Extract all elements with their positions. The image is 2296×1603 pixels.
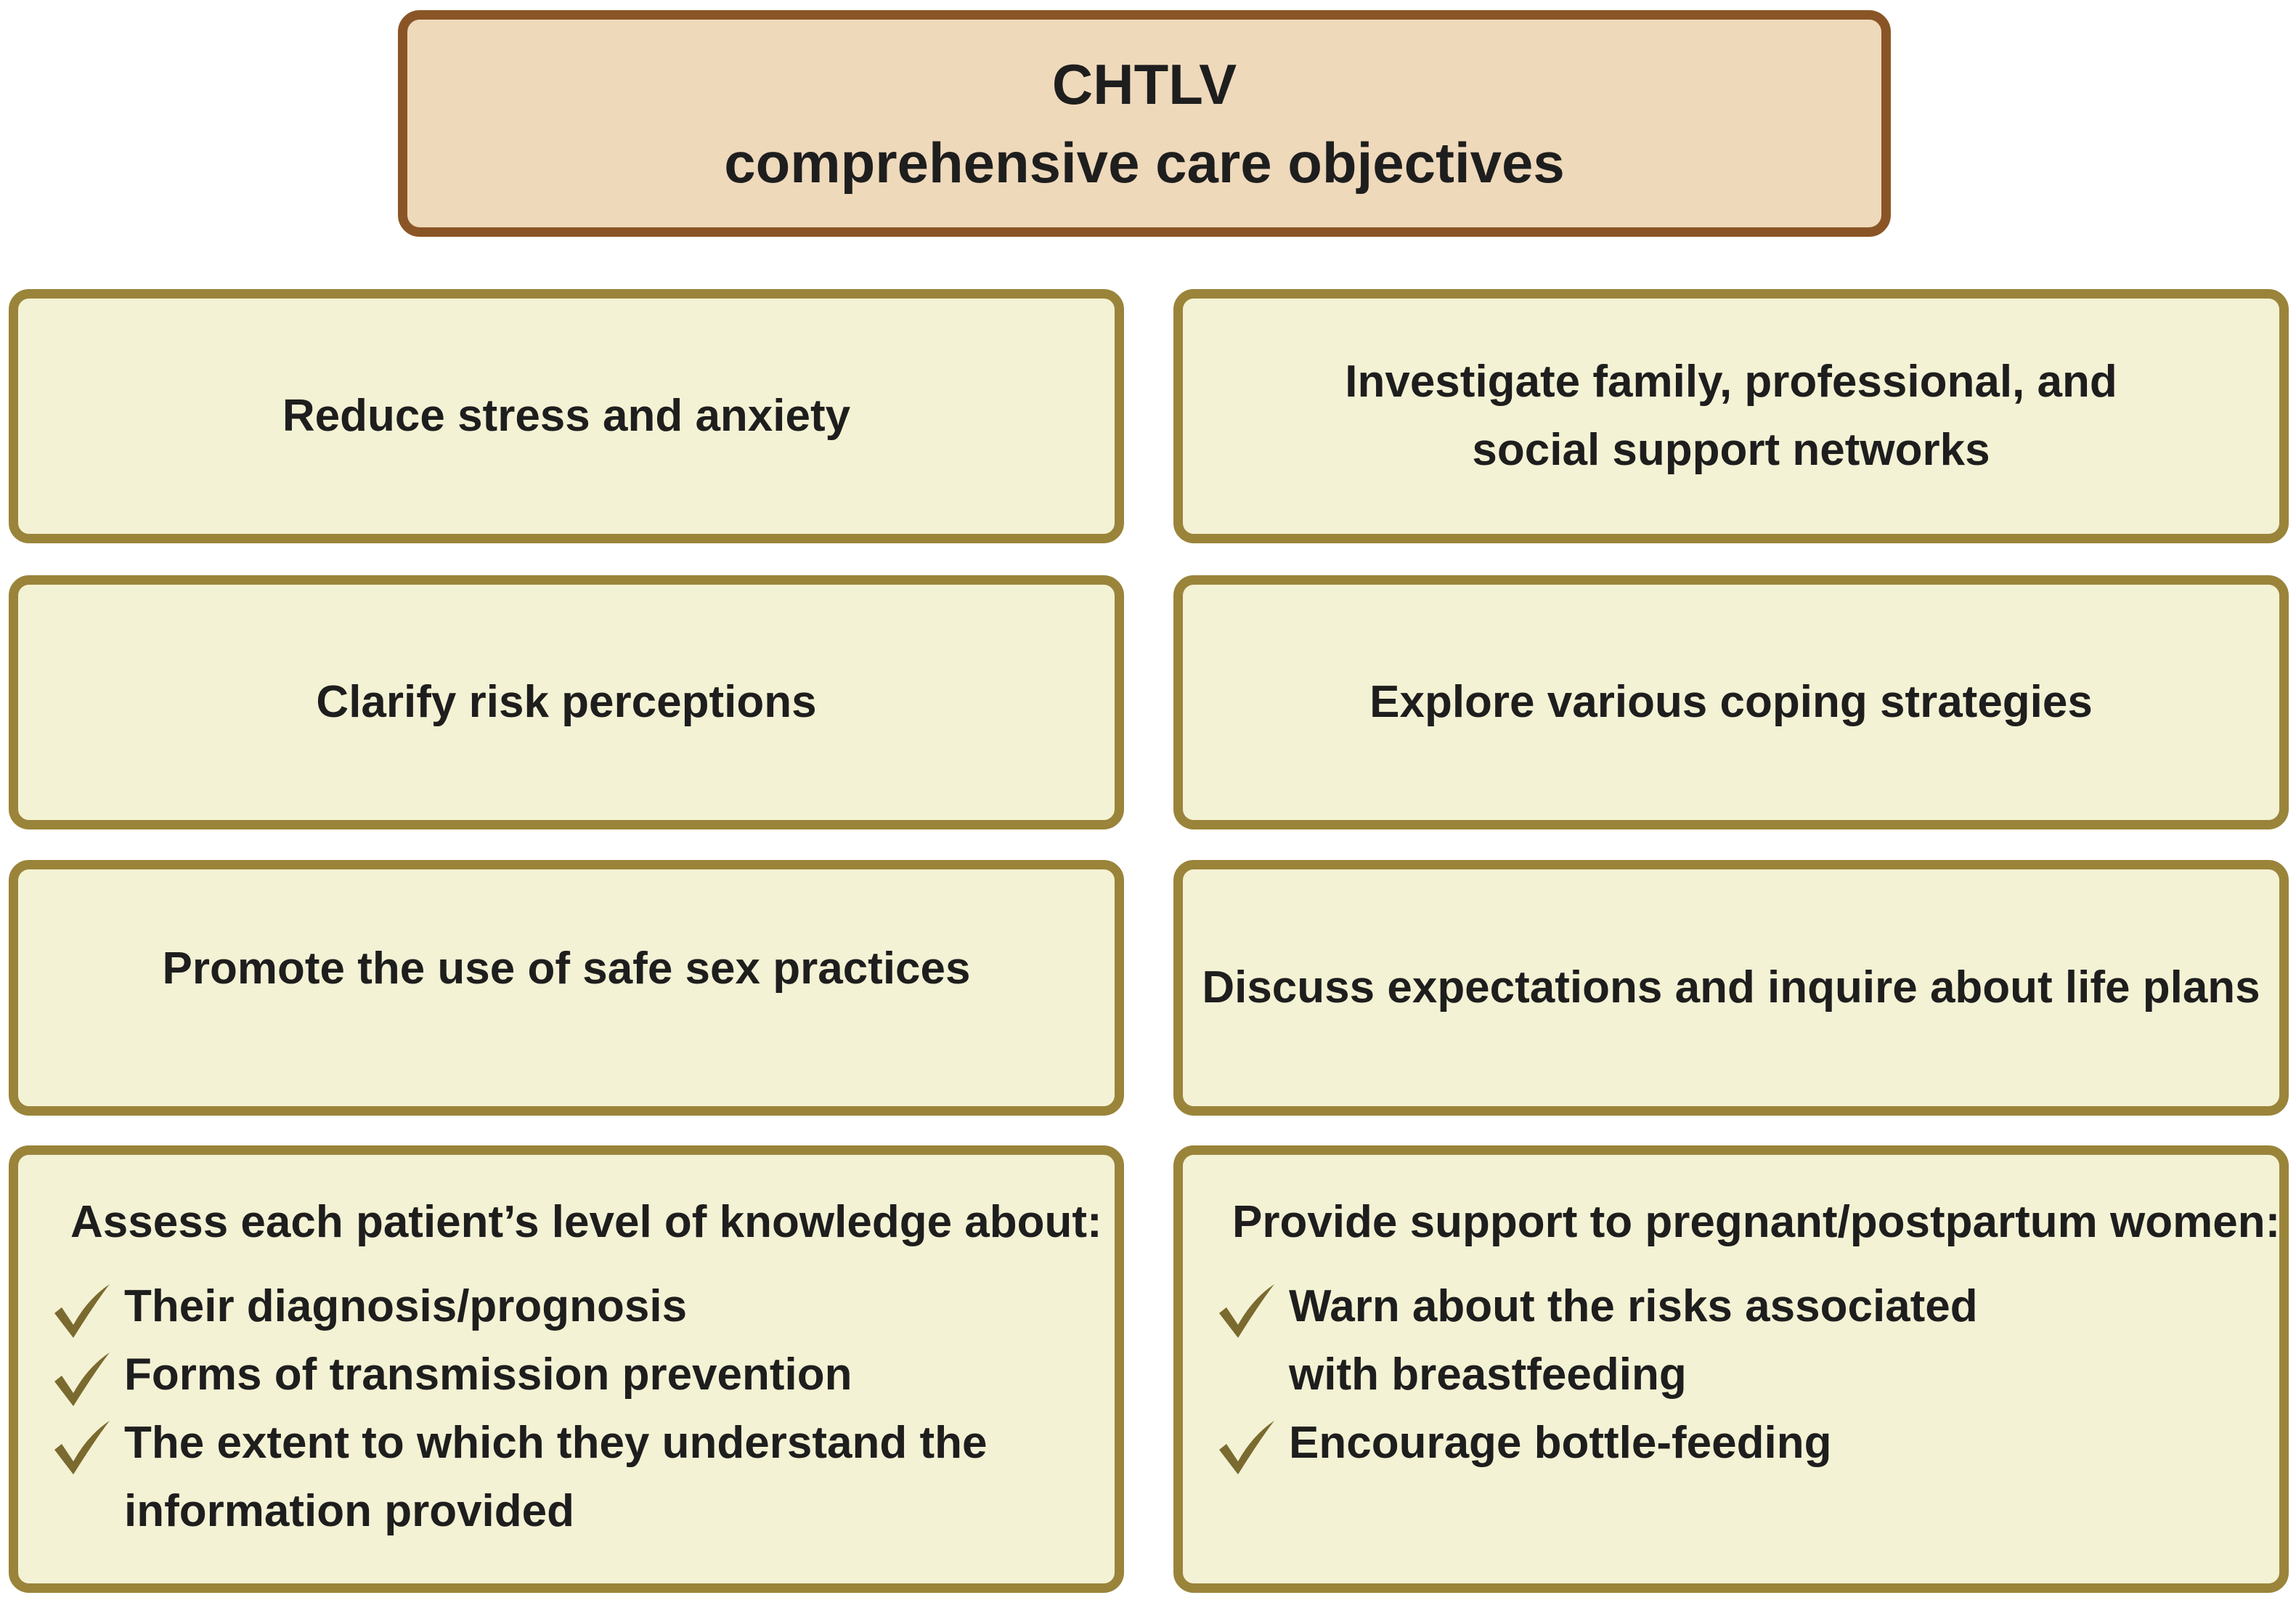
- pregnancy-support-box: Provide support to pregnant/postpartum w…: [1173, 1145, 2289, 1593]
- knowledge-item-text: Their diagnosis/prognosis: [124, 1281, 688, 1331]
- checkmark-icon: [54, 1352, 110, 1406]
- knowledge-item-text: Forms of transmission prevention: [124, 1350, 852, 1400]
- objective-box-safe-sex: Promote the use of safe sex practices: [9, 860, 1124, 1116]
- objective-text: Clarify risk perceptions: [316, 677, 817, 727]
- checkmark-icon: [54, 1421, 110, 1474]
- objective-box-clarify-risk: Clarify risk perceptions: [9, 575, 1124, 829]
- objective-text: Promote the use of safe sex practices: [162, 943, 971, 994]
- knowledge-list: Their diagnosis/prognosis Forms of trans…: [52, 1273, 1078, 1546]
- header-title: CHTLV: [1051, 52, 1237, 116]
- knowledge-item-text: The extent to which they understand the …: [124, 1418, 988, 1536]
- pregnancy-support-item: Encourage bottle-feeding: [1216, 1409, 2243, 1477]
- objective-box-support-networks: Investigate family, professional, and so…: [1173, 289, 2289, 543]
- objective-box-reduce-stress: Reduce stress and anxiety: [9, 289, 1124, 543]
- knowledge-heading: Assess each patient’s level of knowledge…: [70, 1197, 1102, 1247]
- knowledge-box: Assess each patient’s level of knowledge…: [9, 1145, 1124, 1593]
- pregnancy-support-list: Warn about the risks associated with bre…: [1216, 1273, 2243, 1477]
- header-subtitle: comprehensive care objectives: [724, 131, 1565, 195]
- objective-text: Discuss expectations and inquire about l…: [1202, 962, 2260, 1012]
- knowledge-item: The extent to which they understand the …: [52, 1409, 1078, 1546]
- knowledge-item: Their diagnosis/prognosis: [52, 1273, 1078, 1341]
- objective-text: Explore various coping strategies: [1369, 677, 2093, 727]
- objective-box-coping-strategies: Explore various coping strategies: [1173, 575, 2289, 829]
- pregnancy-support-heading: Provide support to pregnant/postpartum w…: [1232, 1197, 2281, 1247]
- knowledge-item: Forms of transmission prevention: [52, 1341, 1078, 1409]
- objective-text: Reduce stress and anxiety: [282, 391, 851, 441]
- checkmark-icon: [1219, 1421, 1274, 1474]
- header-box: CHTLV comprehensive care objectives: [398, 10, 1891, 237]
- objective-text: Investigate family, professional, and so…: [1345, 357, 2117, 475]
- checkmark-icon: [1219, 1284, 1274, 1338]
- checkmark-icon: [54, 1284, 110, 1338]
- pregnancy-support-item-text: Warn about the risks associated with bre…: [1289, 1281, 1978, 1400]
- pregnancy-support-item: Warn about the risks associated with bre…: [1216, 1273, 2243, 1409]
- pregnancy-support-item-text: Encourage bottle-feeding: [1289, 1418, 1832, 1468]
- objective-box-life-plans: Discuss expectations and inquire about l…: [1173, 860, 2289, 1116]
